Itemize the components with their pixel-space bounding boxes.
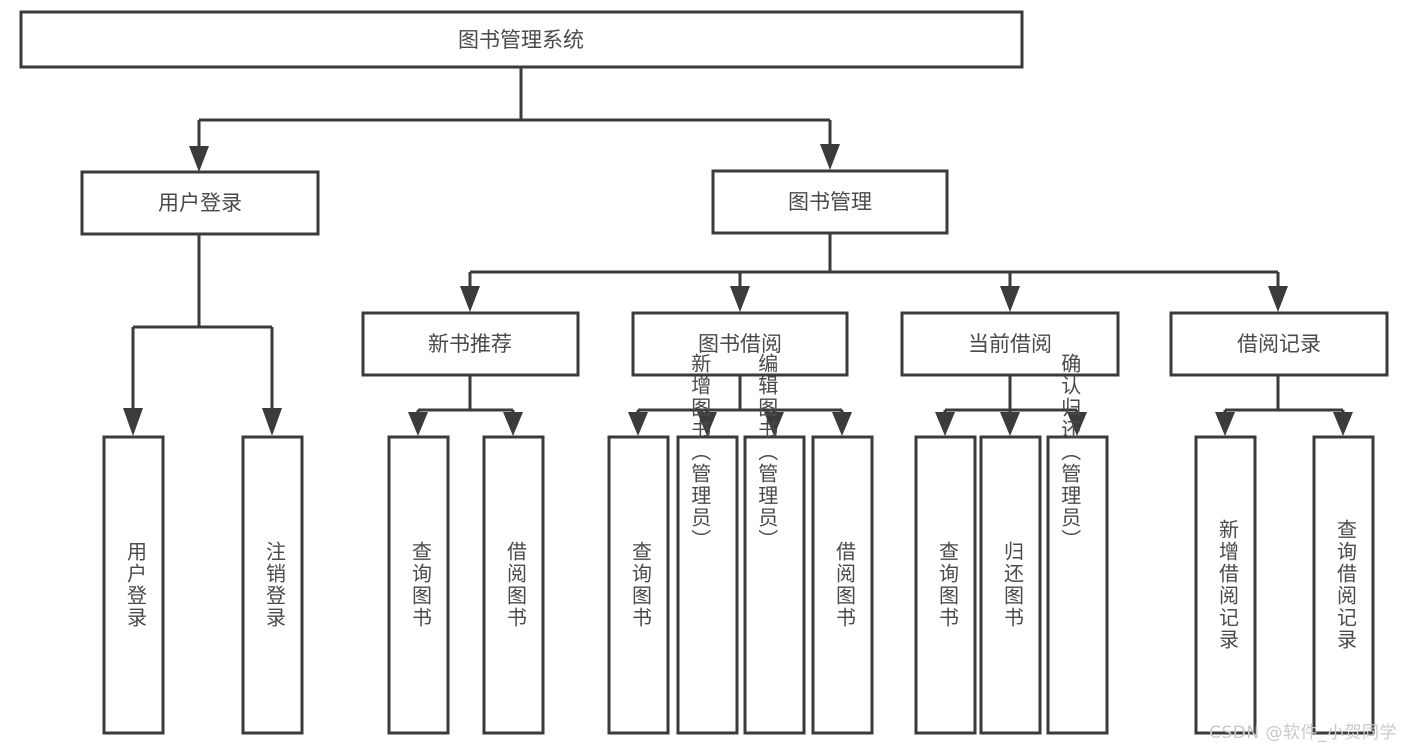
node-leaf-add-record-label: 新增借阅记录 [1216, 519, 1240, 651]
node-user-login-box[interactable] [80, 170, 320, 236]
node-leaf-confirm-return-label: 确认归还（管理员） [1058, 353, 1082, 551]
arrow-head-new-book-recommend [460, 286, 480, 312]
arrow-head-leaf-query-record [1333, 412, 1353, 436]
arrow-head-current-borrow [1000, 286, 1020, 312]
node-leaf-edit-book-box[interactable] [743, 435, 806, 735]
node-root-box[interactable] [19, 10, 1024, 69]
node-leaf-edit-book-label: 编辑图书（管理员） [755, 353, 779, 551]
arrow-head-leaf-user-login [123, 408, 143, 436]
node-book-manage-box[interactable] [711, 169, 949, 235]
node-current-borrow-box[interactable] [900, 311, 1120, 377]
arrow-head-leaf-query-book-1 [408, 412, 428, 436]
node-leaf-borrow-book-2-box[interactable] [811, 435, 874, 735]
node-leaf-return-book-box[interactable] [979, 435, 1042, 735]
node-leaf-logout-login[interactable]: 注销登录 [241, 435, 304, 735]
node-leaf-user-login-label: 用户登录 [124, 541, 148, 629]
node-leaf-return-book-label: 归还图书 [1001, 541, 1025, 629]
node-leaf-borrow-book-1-label: 借阅图书 [504, 541, 528, 629]
node-leaf-query-book-2-label: 查询图书 [629, 541, 653, 629]
node-leaf-query-book-2-box[interactable] [607, 435, 670, 735]
node-leaf-confirm-return-box[interactable] [1046, 435, 1109, 735]
arrow-head-leaf-add-book [697, 412, 717, 436]
node-leaf-query-record-box[interactable] [1312, 435, 1375, 735]
arrow-head-leaf-borrow-book-1 [503, 412, 523, 436]
node-book-manage-label: 图书管理 [788, 190, 872, 214]
node-book-borrow-box[interactable] [631, 311, 849, 377]
node-leaf-logout-login-label: 注销登录 [263, 541, 287, 629]
arrow-head-leaf-query-book-3 [935, 412, 955, 436]
node-borrow-record-box[interactable] [1169, 311, 1389, 377]
node-leaf-query-record-label: 查询借阅记录 [1334, 519, 1358, 651]
arrow-head-leaf-add-record [1215, 412, 1235, 436]
node-book-manage[interactable]: 图书管理 [711, 169, 949, 235]
node-leaf-borrow-book-2-label: 借阅图书 [833, 541, 857, 629]
arrow-head-user-login [189, 146, 209, 172]
node-leaf-borrow-book-1[interactable]: 借阅图书 [482, 435, 545, 735]
node-borrow-record-label: 借阅记录 [1237, 332, 1321, 356]
node-leaf-borrow-book-1-box[interactable] [482, 435, 545, 735]
node-leaf-add-book[interactable]: 新增图书（管理员） [676, 353, 739, 735]
node-leaf-add-book-box[interactable] [676, 435, 739, 735]
node-leaf-query-book-3-label: 查询图书 [936, 541, 960, 629]
connector-layer [123, 67, 1353, 436]
arrow-head-book-manage [820, 144, 840, 170]
node-root-label: 图书管理系统 [458, 28, 584, 52]
node-book-borrow-label: 图书借阅 [698, 332, 782, 356]
arrow-head-leaf-confirm-return [1067, 412, 1087, 436]
node-current-borrow[interactable]: 当前借阅 [900, 311, 1120, 377]
node-borrow-record[interactable]: 借阅记录 [1169, 311, 1389, 377]
node-leaf-query-book-1[interactable]: 查询图书 [387, 435, 450, 735]
arrow-head-book-borrow [730, 286, 750, 312]
node-book-borrow[interactable]: 图书借阅 [631, 311, 849, 377]
node-leaf-user-login[interactable]: 用户登录 [102, 435, 165, 735]
arrow-head-leaf-borrow-book-2 [832, 412, 852, 436]
node-leaf-return-book[interactable]: 归还图书 [979, 435, 1042, 735]
arrow-head-leaf-return-book [1000, 412, 1020, 436]
node-leaf-query-book-1-label: 查询图书 [409, 541, 433, 629]
node-user-login[interactable]: 用户登录 [80, 170, 320, 236]
node-leaf-query-book-2[interactable]: 查询图书 [607, 435, 670, 735]
node-leaf-query-book-3-box[interactable] [914, 435, 977, 735]
arrow-head-borrow-record [1268, 286, 1288, 312]
arrow-head-leaf-query-book-2 [628, 412, 648, 436]
node-leaf-confirm-return[interactable]: 确认归还（管理员） [1046, 353, 1109, 735]
node-leaf-logout-login-box[interactable] [241, 435, 304, 735]
node-new-book-recommend-label: 新书推荐 [428, 332, 512, 356]
node-leaf-edit-book[interactable]: 编辑图书（管理员） [743, 353, 806, 735]
node-new-book-recommend[interactable]: 新书推荐 [361, 311, 580, 377]
node-leaf-user-login-box[interactable] [102, 435, 165, 735]
node-leaf-query-book-3[interactable]: 查询图书 [914, 435, 977, 735]
node-leaf-add-record-box[interactable] [1194, 435, 1257, 735]
node-new-book-recommend-box[interactable] [361, 311, 580, 377]
arrow-head-leaf-logout-login [262, 408, 282, 436]
node-leaf-borrow-book-2[interactable]: 借阅图书 [811, 435, 874, 735]
arrow-head-leaf-edit-book [764, 412, 784, 436]
node-current-borrow-label: 当前借阅 [968, 332, 1052, 356]
node-leaf-query-record[interactable]: 查询借阅记录 [1312, 435, 1375, 735]
node-user-login-label: 用户登录 [158, 191, 242, 215]
node-root[interactable]: 图书管理系统 [19, 10, 1024, 69]
node-leaf-add-book-label: 新增图书（管理员） [688, 353, 712, 551]
node-leaf-add-record[interactable]: 新增借阅记录 [1194, 435, 1257, 735]
node-leaf-query-book-1-box[interactable] [387, 435, 450, 735]
